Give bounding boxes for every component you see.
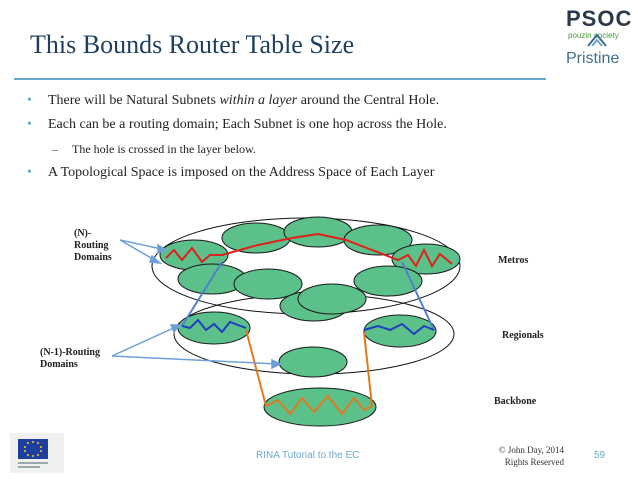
backbone-label: Backbone [494,396,537,407]
page-number: 59 [594,450,606,461]
bullet-text: Each can be a routing domain; Each Subne… [48,117,447,132]
bullet-item: • There will be Natural Subnets within a… [24,92,614,110]
metro-node [283,216,353,248]
metro-node [221,222,291,254]
psoc-logo-text: PSOC [566,6,633,31]
layer-connector-line [181,261,223,327]
metro-node [391,243,461,275]
footer-title: RINA Tutorial to the EC [256,450,360,461]
pristine-logo: Pristine [566,50,620,67]
label-line: Domains [74,252,112,263]
arrowhead-icon [148,254,163,264]
bullet-text: A Topological Space is imposed on the Ad… [48,165,435,180]
regional-routing-path [363,322,435,336]
n-routing-domains-label: (N)- Routing Domains [74,228,112,264]
metro-node [297,283,367,315]
bullet-item: • A Topological Space is imposed on the … [24,164,614,182]
annotation-arrow [111,355,279,365]
sub-bullet-text: The hole is crossed in the layer below. [72,142,256,156]
arrowhead-icon [157,243,168,255]
pristine-logo-icon [587,33,607,47]
label-line: Domains [40,359,78,370]
metros-label: Metros [498,255,529,266]
copyright-line: © John Day, 2014 [498,445,564,455]
bullet-dot-icon: • [27,93,32,108]
eu-flag-logo [10,433,64,473]
slide-title: This Bounds Router Table Size [30,30,355,59]
metro-node [233,268,303,300]
backbone-routing-path [265,394,373,416]
label-line: (N-1)-Routing [40,347,100,358]
psoc-logo-subtitle: pouzin society [568,31,619,40]
bullet-dot-icon: • [27,165,32,180]
footer-copyright: © John Day, 2014 Rights Reserved [474,444,564,468]
regional-node [278,346,348,378]
metro-node [353,265,423,297]
regional-routing-path [181,318,247,334]
bullet-text: around the Central Hole. [297,93,440,108]
bullet-list: • There will be Natural Subnets within a… [24,92,614,188]
bullet-item: • Each can be a routing domain; Each Sub… [24,116,614,134]
regional-node [363,314,437,348]
regionals-label: Regionals [502,330,544,341]
bullet-emphasis: within a layer [219,93,298,108]
n1-routing-domains-label: (N-1)-Routing Domains [40,347,100,371]
backbone-connector-line [363,331,373,407]
sub-bullet-item: – The hole is crossed in the layer below… [24,140,614,158]
annotation-arrow [111,325,179,357]
title-divider [14,78,546,80]
backbone-node [263,387,377,427]
metro-routing-path [165,232,453,268]
bullet-text: There will be Natural Subnets [48,93,220,108]
label-line: (N)- [74,228,92,239]
label-line: Routing [74,240,109,251]
psoc-logo: PSOC pouzin society [560,6,634,46]
dash-icon: – [52,142,58,156]
bullet-dot-icon: • [27,117,32,132]
copyright-line: Rights Reserved [504,457,564,467]
layer-connector-line [401,261,435,331]
backbone-connector-line [245,329,267,407]
arrowhead-icon [169,324,182,334]
arrowhead-icon [271,358,282,370]
